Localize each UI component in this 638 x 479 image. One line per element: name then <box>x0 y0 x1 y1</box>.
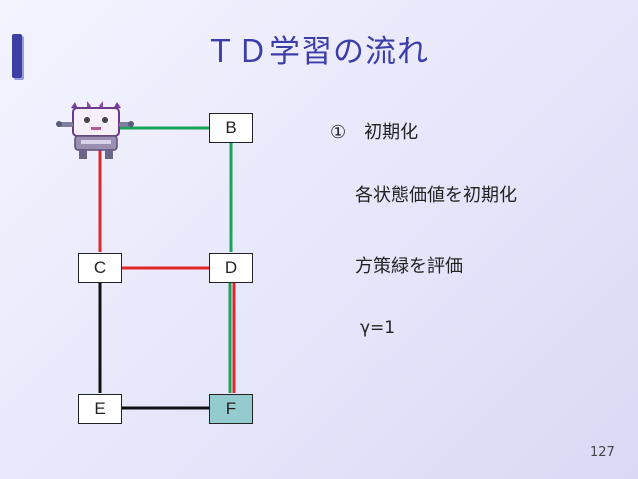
node-c-label: C <box>93 258 107 277</box>
node-f-label: F <box>225 399 237 418</box>
node-e: E <box>78 394 122 424</box>
node-f: F <box>209 394 253 424</box>
node-b: B <box>209 113 253 143</box>
slide-title: ＴＤ学習の流れ <box>205 34 429 70</box>
page-number: 127 <box>590 445 615 460</box>
gamma-value: γ=1 <box>360 318 396 338</box>
node-e-label: E <box>94 399 106 418</box>
text-initialize-values: 各状態価値を初期化 <box>355 185 517 206</box>
node-d-label: D <box>224 258 238 277</box>
step-heading: ① 初期化 <box>330 122 419 143</box>
text-evaluate-policy: 方策緑を評価 <box>355 256 463 277</box>
node-b-label: B <box>225 118 237 137</box>
node-d: D <box>209 253 253 283</box>
node-c: C <box>78 253 122 283</box>
accent-bar <box>12 34 22 78</box>
robot-agent-icon <box>56 101 134 159</box>
